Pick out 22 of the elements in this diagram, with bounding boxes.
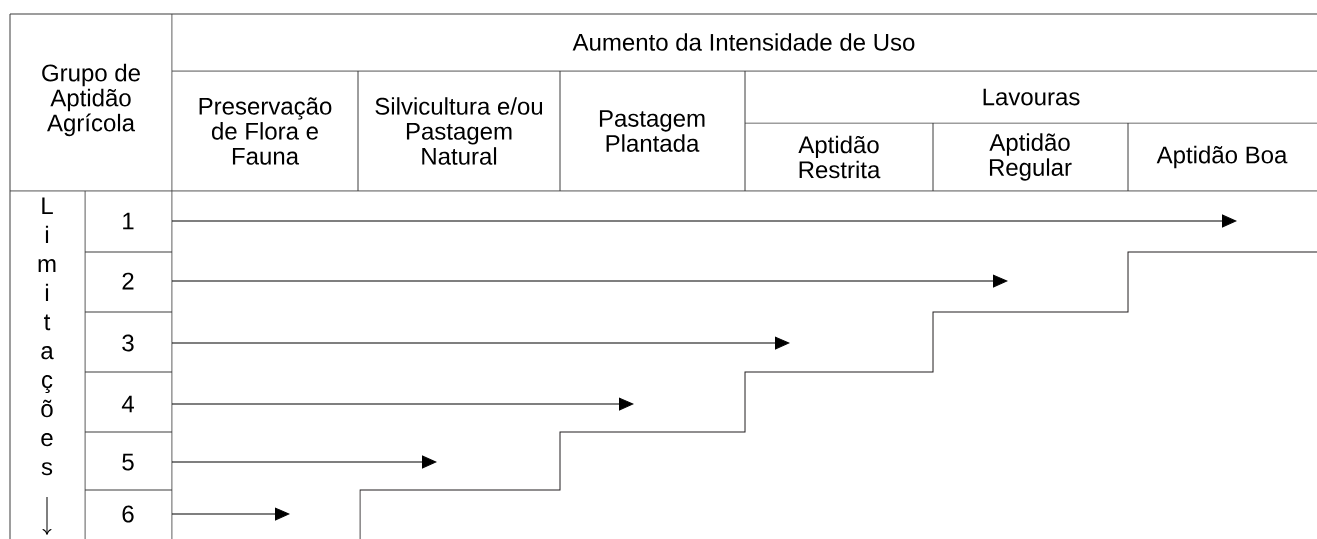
row-number: 6 — [122, 505, 134, 523]
arrow — [171, 214, 1237, 228]
header-cell: Pastagem Plantada — [599, 110, 705, 152]
row-number: 4 — [121, 395, 134, 413]
header-cell: Aptidão Regular — [989, 133, 1072, 181]
row-number: 5 — [122, 453, 134, 471]
row-number: 1 — [123, 212, 134, 230]
arrow — [171, 336, 790, 350]
header-cell: Lavouras — [983, 88, 1080, 106]
header-cell: Silvicultura e/ou Pastagem Natural — [375, 97, 543, 165]
row-number: 3 — [122, 334, 134, 352]
header-cell: Aptidão Boa — [1156, 145, 1288, 169]
arrow — [171, 507, 290, 521]
row-number: 2 — [122, 272, 134, 290]
vertical-label: Limitações — [38, 197, 56, 476]
arrow — [171, 455, 437, 469]
header-cell: Grupo de Aptidão Agrícola — [42, 63, 140, 137]
header-cell: Aumento da Intensidade de Uso — [572, 33, 915, 51]
arrow — [171, 274, 1008, 288]
header-cell: Preservação de Flora e Fauna — [199, 97, 332, 165]
header-cell: Aptidão Restrita — [798, 135, 881, 179]
arrow — [171, 397, 634, 411]
